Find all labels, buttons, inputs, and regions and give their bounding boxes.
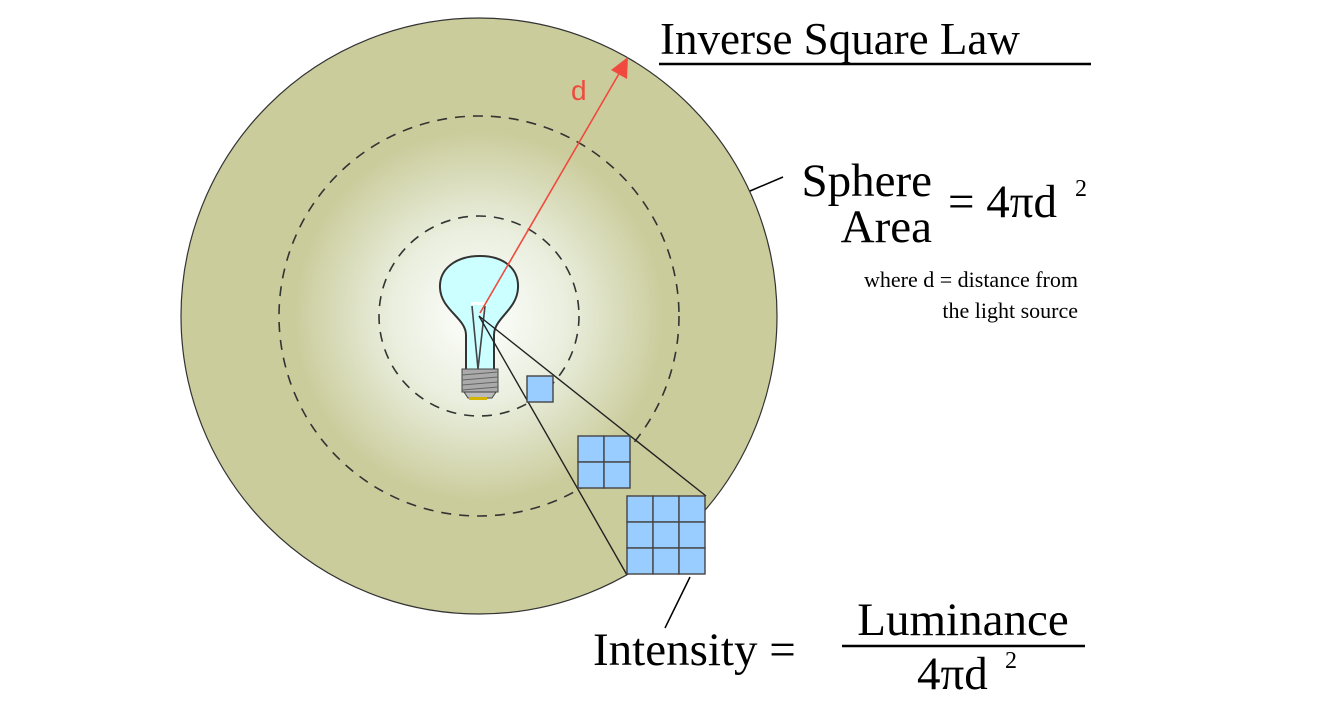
intensity-leader-line (664, 576, 691, 629)
inner-dashed-sphere (378, 215, 580, 417)
projection-line-right (478, 315, 707, 497)
intensity-exponent: 2 (1005, 648, 1017, 674)
distance-label: d (571, 75, 587, 106)
sphere-area-line1: Sphere (801, 155, 932, 207)
light-bulb-icon (438, 254, 520, 400)
tile-2x2 (577, 435, 631, 489)
sphere-area-note-line1: where d = distance from (864, 267, 1078, 292)
intensity-label: Intensity = (593, 624, 796, 676)
sphere-area-exponent: 2 (1075, 176, 1087, 202)
sphere-area-line2: Area (841, 201, 932, 253)
sphere-leader-line (749, 176, 784, 192)
sphere-area-note-line2: the light source (942, 298, 1078, 323)
middle-dashed-sphere (278, 115, 680, 517)
sphere-area-formula: = 4πd (948, 176, 1057, 228)
tile-1x1 (526, 375, 554, 403)
intensity-numerator: Luminance (857, 594, 1068, 646)
tile-3x3 (626, 495, 706, 575)
projection-line-left (478, 315, 628, 576)
intensity-denominator: 4πd (917, 648, 988, 700)
title: Inverse Square Law (660, 14, 1020, 64)
distance-arrow (479, 57, 628, 314)
